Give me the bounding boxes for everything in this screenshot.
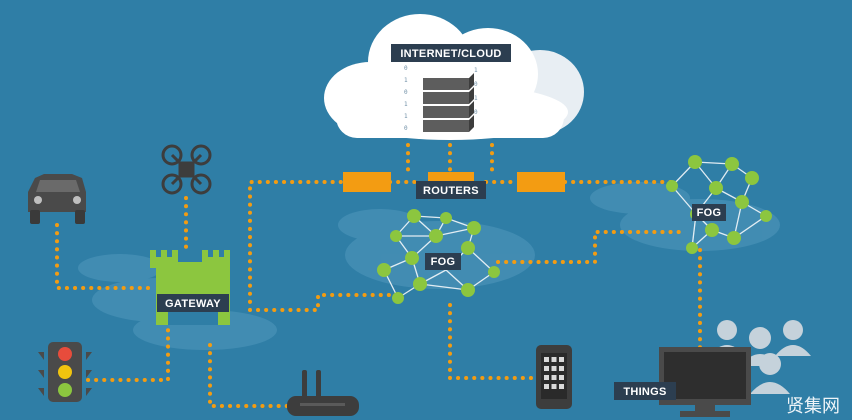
svg-text:0: 0 [404, 125, 408, 132]
cloud-label-bg [391, 44, 511, 62]
svg-text:1: 1 [404, 101, 408, 108]
fog-network-center [377, 209, 500, 304]
things-label-bg [614, 382, 676, 400]
gateway-label: GATEWAY [165, 298, 221, 310]
fog-network-right [666, 155, 772, 254]
drone-icon [161, 144, 212, 195]
server-stack-icon [423, 73, 474, 132]
things-label: THINGS [623, 386, 666, 398]
connectors [55, 143, 702, 408]
fog-center-label: FOG [431, 256, 456, 268]
svg-text:1: 1 [474, 95, 478, 102]
svg-text:0: 0 [474, 109, 478, 116]
svg-text:0: 0 [404, 89, 408, 96]
svg-text:1: 1 [404, 113, 408, 120]
smartphone-icon [536, 345, 572, 409]
router-icon [343, 172, 391, 192]
fog-center-label-bg [425, 253, 461, 270]
router-icon [517, 172, 565, 192]
svg-text:1: 1 [404, 77, 408, 84]
binary-stream: 0 1 0 1 1 0 1 0 1 0 [404, 65, 478, 132]
svg-text:1: 1 [474, 67, 478, 74]
watermark: 贤集网 [786, 396, 840, 417]
routers-label: ROUTERS [423, 185, 479, 197]
wifi-router-icon [287, 370, 359, 416]
fog-right-label: FOG [697, 207, 722, 219]
router-icon [428, 172, 474, 181]
svg-text:0: 0 [404, 65, 408, 72]
fog-right-label-bg [692, 204, 726, 221]
car-icon [28, 174, 86, 224]
traffic-light-icon [38, 342, 92, 402]
cloud-label: INTERNET/CLOUD [400, 48, 501, 60]
routers-label-bg [416, 181, 486, 199]
svg-text:0: 0 [474, 81, 478, 88]
gateway-label-bg [157, 294, 229, 312]
